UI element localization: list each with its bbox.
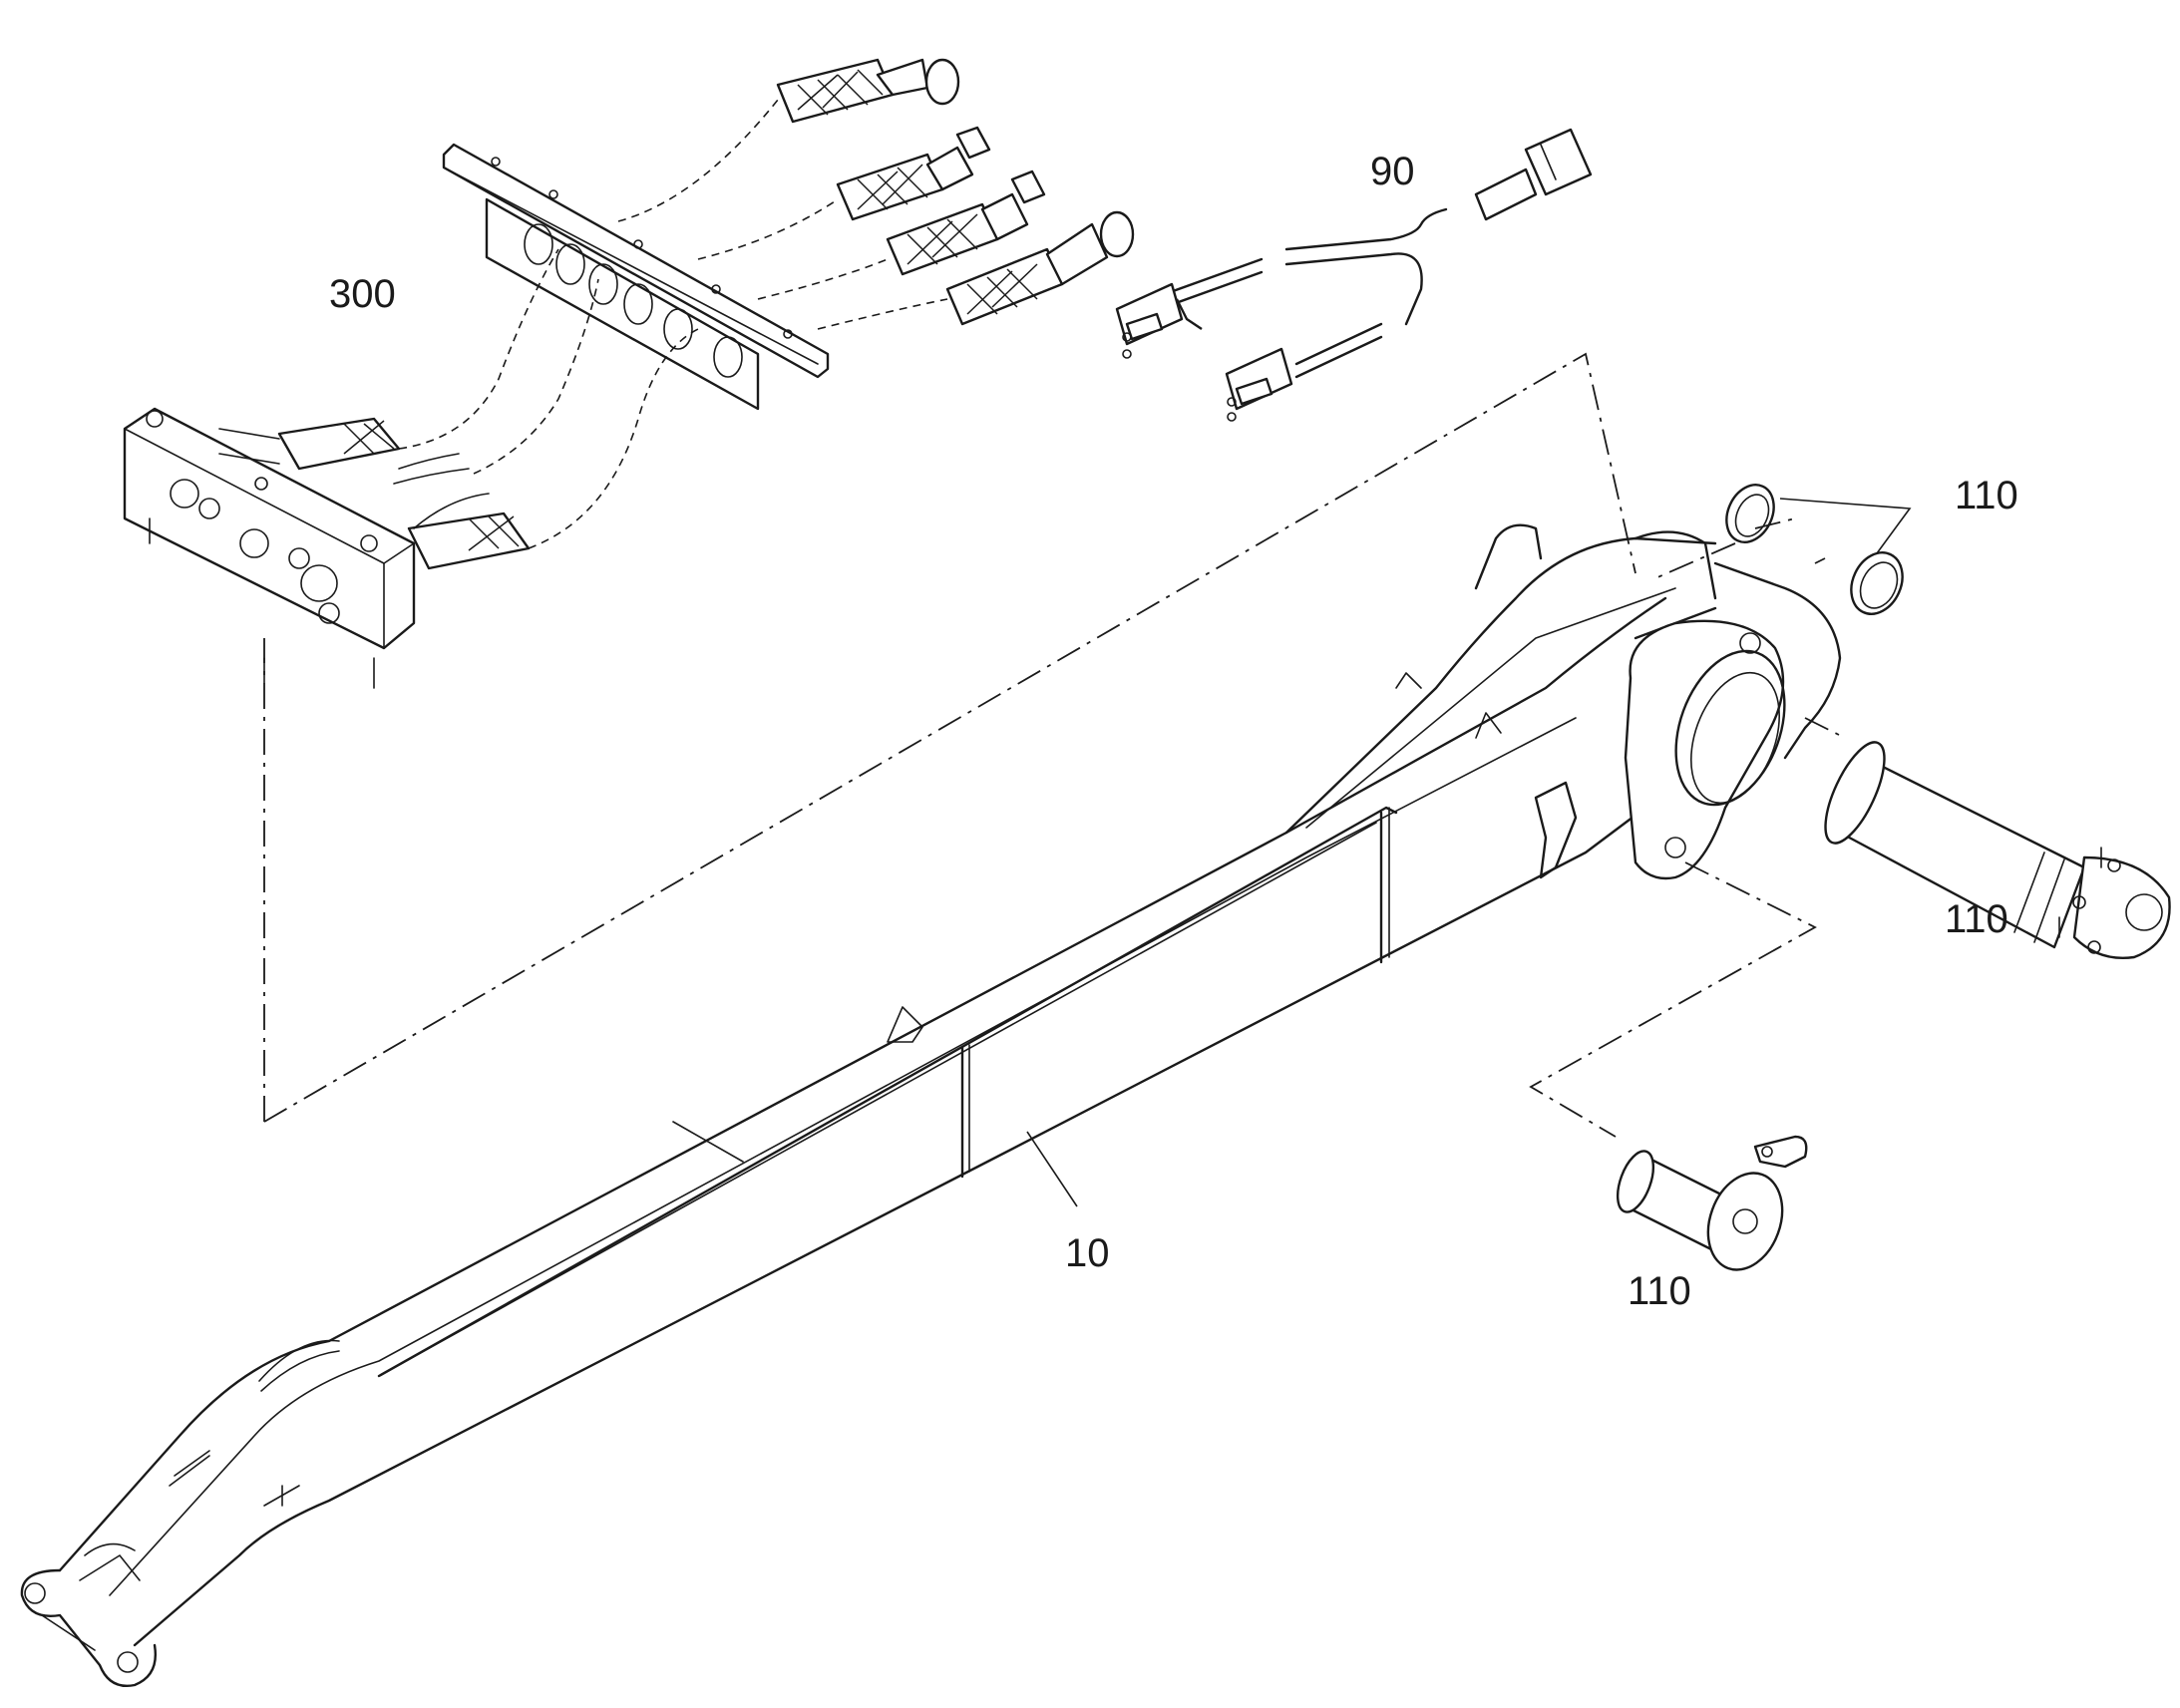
hose-fitting-4	[945, 210, 1135, 326]
ring-dashed-1	[1654, 542, 1736, 579]
callout-harness: 90	[1370, 150, 1415, 193]
washer-ring	[1850, 551, 1904, 615]
hose-fitting-3	[886, 170, 1046, 276]
callout-rings: 110	[1955, 474, 2018, 517]
small-pin-dashed	[1529, 861, 1817, 1138]
boom-leader	[1026, 1131, 1078, 1207]
ring-dashed-2	[1754, 517, 1826, 564]
boom-to-hose-dashed	[263, 352, 1636, 1123]
rings-leader	[1779, 498, 1912, 554]
wiring-harness	[1115, 128, 1593, 422]
small-pin	[1616, 1135, 1808, 1271]
hose-block-assembly	[123, 58, 1135, 689]
callout-small-pin: 110	[1628, 1269, 1691, 1313]
hose-fitting-1	[776, 58, 960, 124]
main-pin-dashed	[1804, 717, 1846, 739]
snap-ring	[1725, 484, 1775, 543]
hose-fitting-2	[836, 126, 991, 221]
callout-main-pin: 110	[1945, 897, 2008, 941]
main-pin	[1824, 741, 2171, 959]
callout-boom: 10	[1065, 1231, 1110, 1275]
callout-hose-kit: 300	[329, 272, 396, 316]
boom	[20, 523, 1842, 1687]
hose-routing-lines	[398, 99, 948, 549]
